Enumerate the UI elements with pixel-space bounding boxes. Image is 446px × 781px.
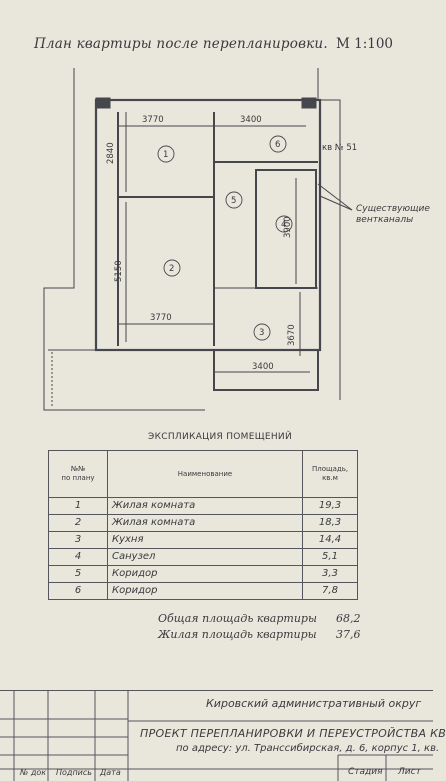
room-number-2: 2: [169, 264, 174, 274]
plan-title: План квартиры после перепланировки.: [34, 36, 328, 52]
apartment-neighbor-label: кв № 51: [322, 143, 357, 153]
living-area-label: Жилая площадь квартиры: [158, 628, 317, 641]
total-area-value: 68,2: [336, 612, 361, 625]
dim-kitchen-height: 3670: [287, 324, 297, 346]
column-top-left: [95, 97, 111, 109]
header-name: Наименование: [107, 450, 303, 498]
dim-kitchen-width: 3400: [252, 362, 274, 372]
dim-room6-width: 3400: [240, 115, 262, 125]
title-block-grid: [0, 691, 433, 781]
room-number-3: 3: [259, 328, 264, 338]
room-number-4: 4: [281, 220, 286, 230]
vent-note-line1: Существующие: [356, 204, 430, 214]
dim-room2-width: 3770: [150, 313, 172, 323]
vent-note-line2: вентканалы: [356, 215, 413, 225]
kitchen-bay: [213, 350, 319, 391]
column-top-right: [301, 97, 317, 109]
room-number-5: 5: [231, 196, 236, 206]
dim-bathroom-height: 3900: [283, 216, 293, 238]
sheet-label: Лист: [398, 767, 421, 777]
room-number-1: 1: [163, 150, 168, 160]
col-doc-number: № док: [20, 768, 47, 777]
dim-room1-height: 2840: [106, 142, 116, 164]
title-block: Кировский административный округ ПРОЕКТ …: [0, 690, 446, 781]
district-name: Кировский административный округ: [206, 697, 422, 710]
outer-wall-left: [43, 68, 205, 411]
project-title: ПРОЕКТ ПЕРЕПЛАНИРОВКИ И ПЕРЕУСТРОЙСТВА К…: [140, 727, 446, 740]
dim-room1-width: 3770: [142, 115, 164, 125]
dim-room2-height: 5150: [114, 260, 124, 282]
room-number-6: 6: [275, 140, 280, 150]
plan-scale: М 1:100: [336, 36, 394, 52]
stage-label: Стадия: [348, 767, 383, 777]
total-area-label: Общая площадь квартиры: [158, 612, 317, 625]
col-date: Дата: [100, 768, 121, 777]
explication-title: ЭКСПЛИКАЦИЯ ПОМЕЩЕНИЙ: [148, 432, 292, 442]
outer-wall-right: [317, 68, 341, 400]
col-signature: Подпись: [56, 768, 92, 777]
apartment-outline: [94, 98, 322, 352]
project-address: по адресу: ул. Транссибирская, д. 6, кор…: [176, 743, 440, 754]
floor-plan: 3770 3400 2840 3900 5150 3770 3670 3400 …: [43, 68, 430, 411]
living-area-value: 37,6: [336, 628, 361, 641]
header-area: Площадь,кв.м: [302, 450, 358, 498]
